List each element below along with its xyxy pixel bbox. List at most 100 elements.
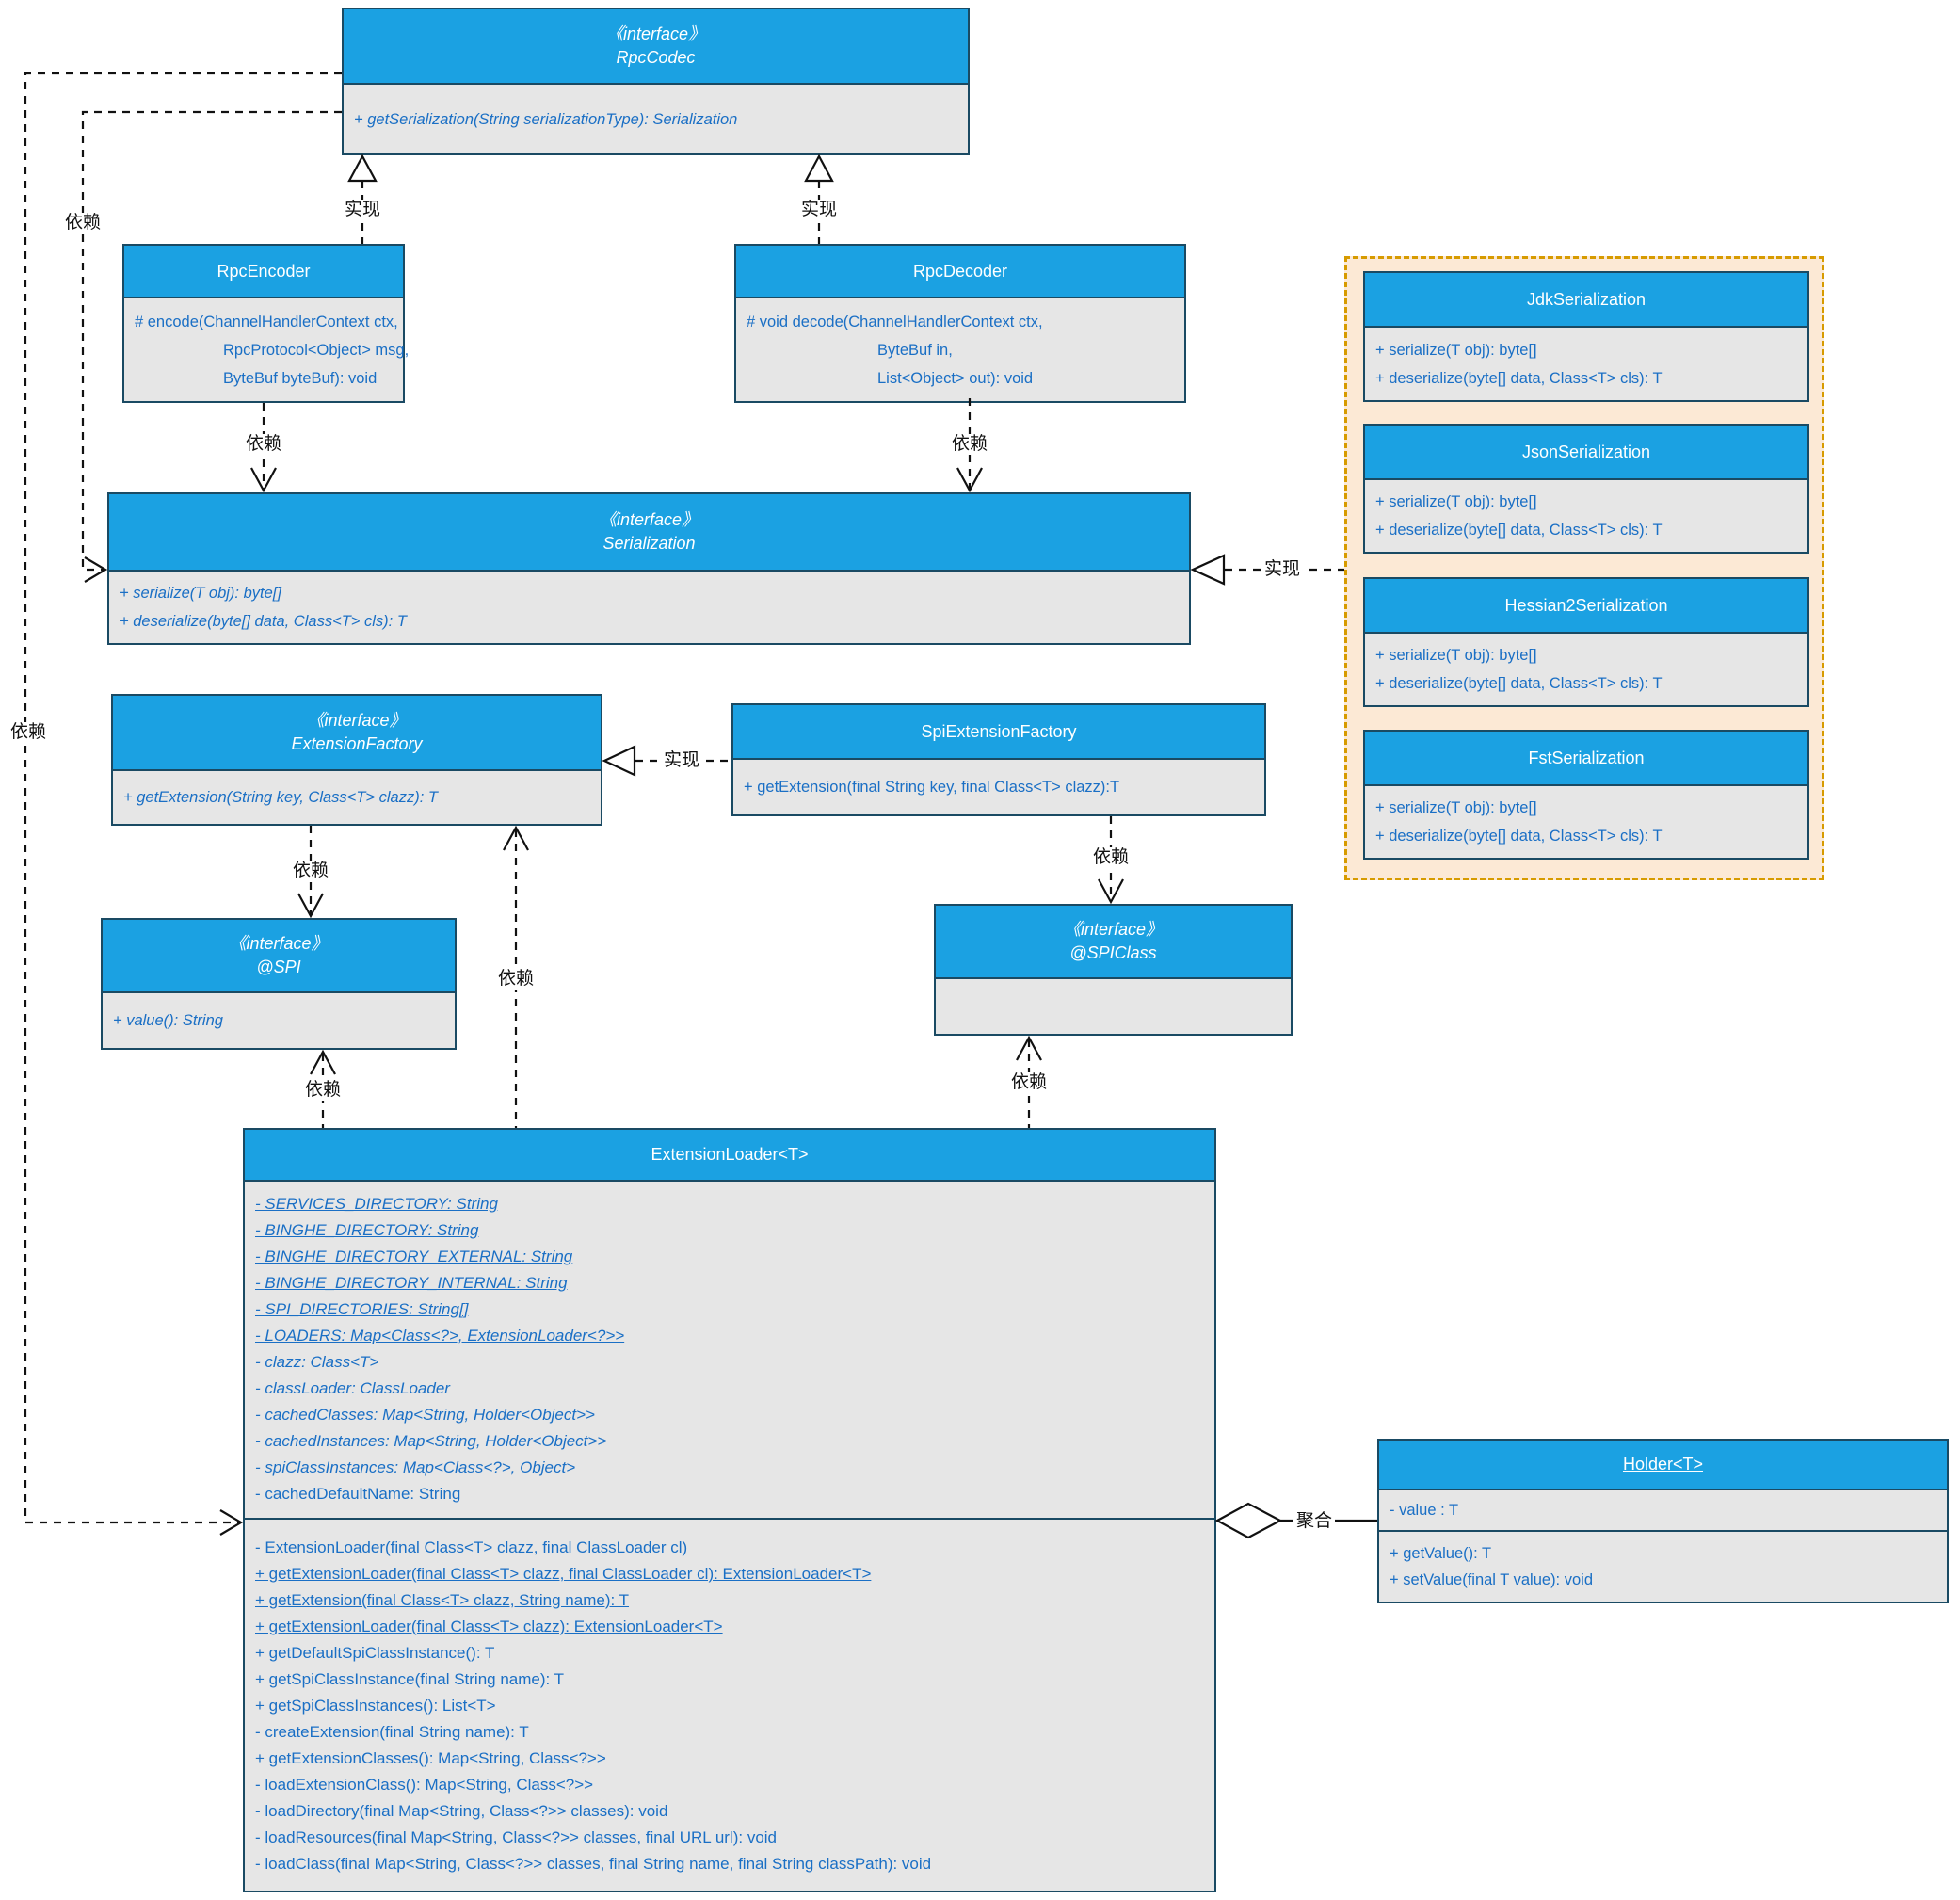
open-arrowhead-icon: [250, 467, 277, 493]
class-name: Hessian2Serialization: [1504, 595, 1668, 615]
method-row: # void decode(ChannelHandlerContext ctx,: [747, 313, 1043, 330]
uml-class-jdkserialization: JdkSerialization + serialize(T obj): byt…: [1363, 271, 1809, 402]
uml-class-fstserialization: FstSerialization + serialize(T obj): byt…: [1363, 730, 1809, 860]
edge-label-depend: 依赖: [289, 861, 332, 881]
uml-interface-spiclass: 《interface》 @SPIClass: [934, 904, 1293, 1036]
method-row: List<Object> out): void: [877, 369, 1034, 387]
class-stereotype: 《interface》: [229, 934, 329, 953]
field-row: - BINGHE_DIRECTORY_EXTERNAL: String: [255, 1248, 573, 1265]
method-row: + getExtensionLoader(final Class<T> claz…: [255, 1565, 872, 1583]
section-divider: [245, 1518, 1214, 1520]
class-header: Holder<T>: [1379, 1441, 1947, 1490]
class-header: SpiExtensionFactory: [733, 705, 1264, 760]
field-row: - SERVICES_DIRECTORY: String: [255, 1195, 498, 1213]
method-row: + setValue(final T value): void: [1390, 1571, 1593, 1588]
edge-label-depend: 依赖: [1007, 1072, 1051, 1093]
aggregation-diamond-icon: [1214, 1502, 1283, 1539]
method-row: + getSpiClassInstances(): List<T>: [255, 1697, 496, 1715]
open-arrowhead-icon: [1098, 878, 1124, 905]
open-arrowhead-icon: [219, 1509, 244, 1536]
edge-label-depend: 依赖: [494, 969, 538, 990]
field-row: - clazz: Class<T>: [255, 1353, 379, 1371]
method-row: + getExtension(String key, Class<T> claz…: [123, 789, 438, 806]
class-stereotype: 《interface》: [599, 510, 699, 529]
uml-class-rpccodec: 《interface》 RpcCodec + getSerialization(…: [342, 8, 970, 155]
class-name: JdkSerialization: [1526, 289, 1647, 309]
class-name: RpcCodec: [616, 48, 696, 67]
class-header: 《interface》 @SPIClass: [936, 906, 1291, 979]
edge-label-depend: 依赖: [948, 434, 991, 455]
method-row: + getExtensionClasses(): Map<String, Cla…: [255, 1749, 606, 1767]
class-name: ExtensionFactory: [291, 734, 423, 753]
method-row: - createExtension(final String name): T: [255, 1723, 529, 1741]
method-row: + getSerialization(String serializationT…: [354, 110, 738, 128]
class-header: ExtensionLoader<T>: [245, 1130, 1214, 1182]
method-row: - loadClass(final Map<String, Class<?>> …: [255, 1855, 932, 1873]
class-header: RpcDecoder: [736, 246, 1184, 298]
edge-label-aggregate: 聚合: [1293, 1511, 1336, 1532]
open-arrowhead-icon: [297, 893, 324, 919]
method-row: + getSpiClassInstance(final String name)…: [255, 1670, 565, 1688]
class-name: RpcDecoder: [912, 261, 1008, 281]
class-header: JsonSerialization: [1365, 426, 1807, 480]
class-header: 《interface》 RpcCodec: [344, 9, 968, 85]
class-name: RpcEncoder: [217, 261, 311, 281]
edge-label-realize: 实现: [1261, 559, 1304, 580]
field-row: - BINGHE_DIRECTORY_INTERNAL: String: [255, 1274, 568, 1292]
method-row: + value(): String: [113, 1012, 223, 1029]
class-name: Holder<T>: [1622, 1455, 1704, 1473]
class-name: @SPIClass: [1069, 943, 1157, 962]
uml-interface-extensionfactory: 《interface》 ExtensionFactory + getExtens…: [111, 694, 602, 826]
method-row: + getExtension(final Class<T> clazz, Str…: [255, 1591, 630, 1609]
field-row: - cachedInstances: Map<String, Holder<Ob…: [255, 1432, 607, 1450]
method-row: + deserialize(byte[] data, Class<T> cls)…: [1375, 522, 1663, 539]
edge-label-realize: 实现: [660, 750, 703, 771]
method-row: + getValue(): T: [1390, 1545, 1492, 1562]
uml-class-rpcencoder: RpcEncoder # encode(ChannelHandlerContex…: [122, 244, 410, 403]
class-name: ExtensionLoader<T>: [651, 1145, 809, 1164]
class-stereotype: 《interface》: [605, 24, 706, 43]
edge-label-depend: 依赖: [242, 434, 285, 455]
class-name: Serialization: [602, 534, 696, 553]
class-name: @SPI: [256, 958, 301, 976]
open-arrowhead-icon: [310, 1049, 336, 1075]
edge-label-depend: 依赖: [1089, 847, 1133, 868]
class-header: JdkSerialization: [1365, 273, 1807, 328]
method-row: + serialize(T obj): byte[]: [1375, 493, 1537, 510]
class-header: 《interface》 Serialization: [109, 494, 1189, 572]
method-row: + serialize(T obj): byte[]: [120, 585, 281, 602]
method-row: RpcProtocol<Object> msg,: [223, 341, 410, 359]
method-row: - ExtensionLoader(final Class<T> clazz, …: [255, 1538, 688, 1556]
method-row: - loadExtensionClass(): Map<String, Clas…: [255, 1776, 594, 1794]
method-row: + getExtension(final String key, final C…: [744, 779, 1120, 796]
method-row: + getDefaultSpiClassInstance(): T: [255, 1644, 495, 1662]
field-row: - cachedClasses: Map<String, Holder<Obje…: [255, 1406, 595, 1424]
class-header: Hessian2Serialization: [1365, 579, 1807, 634]
field-row: - LOADERS: Map<Class<?>, ExtensionLoader…: [255, 1327, 625, 1344]
edge-label-depend: 依赖: [61, 213, 104, 233]
field-row: - spiClassInstances: Map<Class<?>, Objec…: [255, 1458, 576, 1476]
method-row: - loadResources(final Map<String, Class<…: [255, 1828, 778, 1846]
uml-class-jsonserialization: JsonSerialization + serialize(T obj): by…: [1363, 424, 1809, 554]
method-row: ByteBuf byteBuf): void: [223, 369, 378, 387]
field-row: - value : T: [1390, 1502, 1459, 1519]
class-header: 《interface》 ExtensionFactory: [113, 696, 601, 771]
method-row: + serialize(T obj): byte[]: [1375, 799, 1537, 816]
method-row: + deserialize(byte[] data, Class<T> cls)…: [1375, 828, 1663, 845]
open-arrowhead-icon: [1016, 1035, 1042, 1061]
realization-triangle-icon: [804, 153, 834, 183]
method-row: + deserialize(byte[] data, Class<T> cls)…: [1375, 369, 1663, 387]
edge-label-realize: 实现: [341, 200, 384, 220]
class-name: FstSerialization: [1528, 748, 1645, 767]
class-stereotype: 《interface》: [1063, 920, 1164, 939]
section-divider: [1379, 1530, 1947, 1532]
edge-label-realize: 实现: [797, 200, 841, 220]
method-row: + serialize(T obj): byte[]: [1375, 341, 1537, 359]
uml-interface-serialization: 《interface》 Serialization + serialize(T …: [107, 492, 1191, 645]
method-row: - loadDirectory(final Map<String, Class<…: [255, 1802, 668, 1820]
open-arrowhead-icon: [84, 556, 108, 583]
method-row: + getExtensionLoader(final Class<T> claz…: [255, 1618, 723, 1635]
uml-class-rpcdecoder: RpcDecoder # void decode(ChannelHandlerC…: [734, 244, 1186, 403]
edge-label-depend: 依赖: [7, 722, 50, 743]
